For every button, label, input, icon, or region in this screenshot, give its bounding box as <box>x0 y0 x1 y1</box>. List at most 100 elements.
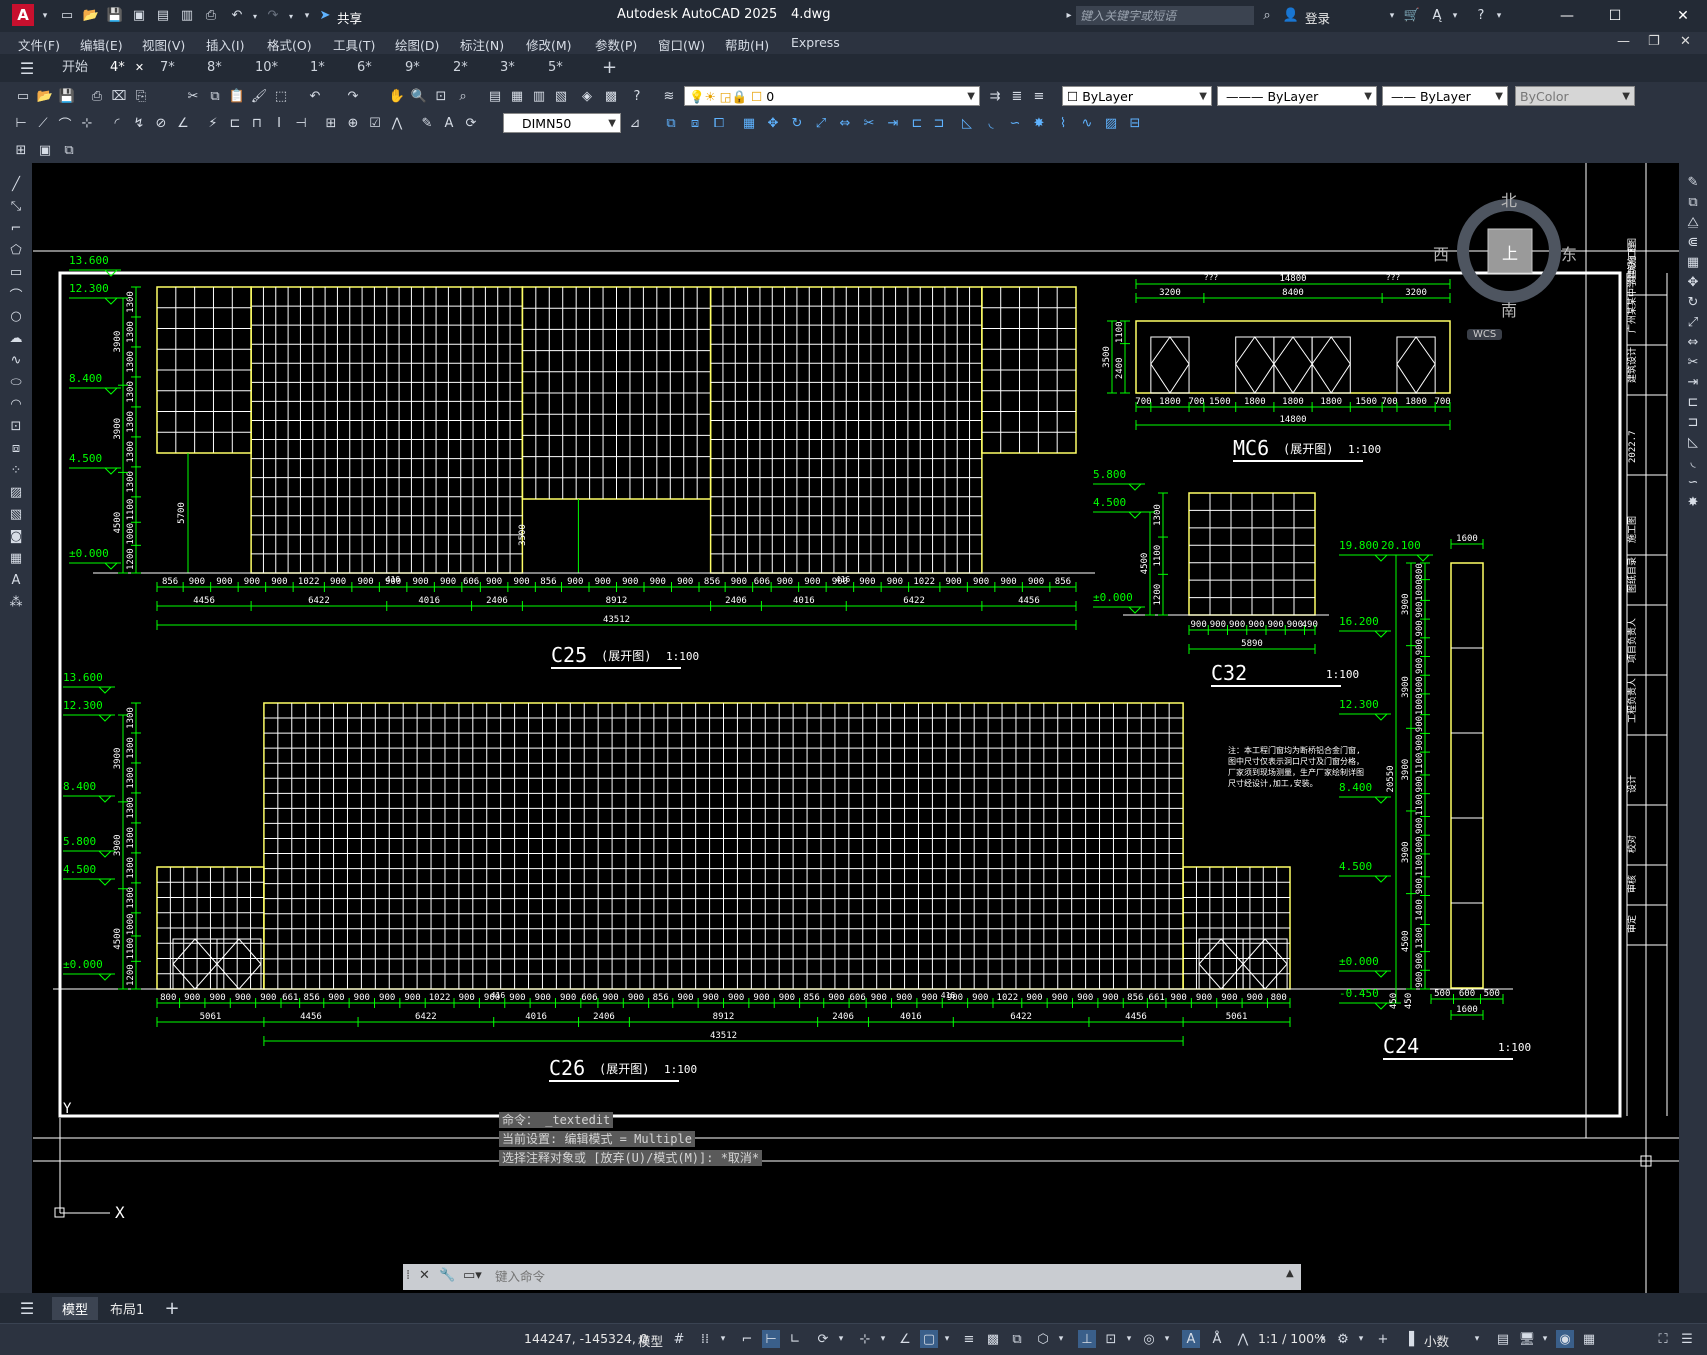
command-customize-icon[interactable]: 🔧 <box>439 1268 456 1283</box>
menu-modify[interactable]: 修改(M) <box>526 38 572 53</box>
dim-ordinate-icon[interactable]: ⊹ <box>81 115 93 131</box>
search-icon[interactable]: ⌕ <box>1263 7 1271 23</box>
open-file-icon[interactable]: 📂 <box>82 7 100 23</box>
plotstyle-dropdown[interactable]: ByColor▼ <box>1515 86 1635 106</box>
save-icon[interactable]: 💾 <box>106 7 124 23</box>
quick-properties-icon[interactable]: ▤ <box>1496 1331 1510 1347</box>
redo-tb-icon[interactable]: ↷ <box>347 88 359 104</box>
modify-explode-icon[interactable]: ✸ <box>1033 115 1045 131</box>
help-dropdown-icon[interactable]: ▾ <box>1496 11 1502 21</box>
block-define-icon[interactable]: ▣ <box>38 142 52 158</box>
explode-icon[interactable]: ✸ <box>1687 494 1699 510</box>
layer-properties-icon[interactable]: ≋ <box>663 88 675 104</box>
selection-filter-icon[interactable]: ⊡ <box>1105 1331 1117 1347</box>
clean-screen-icon[interactable]: ⛶ <box>1658 1331 1668 1347</box>
modify-array-icon[interactable]: ▦ <box>742 115 756 131</box>
add-selected-icon[interactable]: ⁂ <box>9 594 23 610</box>
lineweight-toggle-icon[interactable]: ≡ <box>963 1331 975 1347</box>
modify-mirror-icon[interactable]: ⧈ <box>690 115 700 131</box>
close-button[interactable]: ✕ <box>1677 8 1689 24</box>
menu-draw[interactable]: 绘图(D) <box>395 38 440 53</box>
zoom-previous-icon[interactable]: ⌕ <box>459 88 467 104</box>
menu-view[interactable]: 视图(V) <box>142 38 186 53</box>
menu-edit[interactable]: 编辑(E) <box>80 38 123 53</box>
menu-dimension[interactable]: 标注(N) <box>460 38 505 53</box>
lock-ui-dropdown-icon[interactable]: ▾ <box>1542 1334 1548 1344</box>
match-prop-icon[interactable]: 🖌 <box>250 88 268 104</box>
modify-attedit-icon[interactable]: ⊟ <box>1129 115 1141 131</box>
new-file-icon[interactable]: ▭ <box>60 7 74 23</box>
trim-icon[interactable]: ✂ <box>1687 354 1699 370</box>
polygon-icon[interactable]: ⬠ <box>10 242 22 258</box>
annotation-scale-value[interactable]: 1:1 / 100% <box>1258 1331 1327 1346</box>
gizmo-icon[interactable]: ◎ <box>1143 1331 1155 1347</box>
mtext-icon[interactable]: A <box>11 572 21 588</box>
menu-window[interactable]: 窗口(W) <box>658 38 706 53</box>
copy-icon[interactable]: ⧉ <box>210 88 220 104</box>
dim-text-edit-icon[interactable]: A <box>444 115 454 131</box>
open-icon[interactable]: 📂 <box>36 88 54 104</box>
qnew-icon[interactable]: ▭ <box>16 88 30 104</box>
paste-icon[interactable]: 📋 <box>228 88 246 104</box>
save-tb-icon[interactable]: 💾 <box>58 88 76 104</box>
ortho-icon[interactable]: ⊢ <box>762 1330 780 1348</box>
mirror-icon[interactable]: ⧋ <box>1687 214 1699 230</box>
selection-cycling-icon[interactable]: ⧉ <box>1012 1331 1022 1347</box>
modify-stretch-icon[interactable]: ⇔ <box>839 115 851 131</box>
modify-trim-icon[interactable]: ✂ <box>863 115 875 131</box>
dim-continue-icon[interactable]: ⊓ <box>251 115 263 131</box>
share-icon[interactable]: ➤ <box>319 7 331 23</box>
tab-5[interactable]: 5* <box>548 60 563 75</box>
save-as-icon[interactable]: ▣ <box>132 7 146 23</box>
viewcube-south[interactable]: 南 <box>1501 301 1518 320</box>
quick-dim-icon[interactable]: ⚡ <box>208 115 218 131</box>
tab-start[interactable]: 开始 <box>62 60 89 75</box>
dim-linear-icon[interactable]: ⊢ <box>15 115 27 131</box>
command-close-icon[interactable]: ✕ <box>419 1268 430 1283</box>
modify-pedit-icon[interactable]: ⌇ <box>1059 115 1067 131</box>
tab-close-icon[interactable]: ✕ <box>134 61 145 74</box>
ellipse-icon[interactable]: ⬭ <box>10 374 22 390</box>
user-icon[interactable]: 👤 <box>1282 7 1300 23</box>
calculator-icon[interactable]: ▩ <box>604 88 618 104</box>
properties-icon[interactable]: ▤ <box>488 88 502 104</box>
customize-qat-icon[interactable]: ▾ <box>304 11 310 21</box>
modify-offset-icon[interactable]: ⧠ <box>713 115 725 131</box>
login-dropdown-icon[interactable]: ▾ <box>1389 11 1395 21</box>
redo-icon[interactable]: ↷ <box>267 7 279 23</box>
blockeditor-icon[interactable]: ⬚ <box>274 88 288 104</box>
workspace-gear-icon[interactable]: ⚙ <box>1337 1331 1349 1347</box>
spline-icon[interactable]: ∿ <box>10 352 22 368</box>
pan-icon[interactable]: ✋ <box>388 88 406 104</box>
layout-tab-model[interactable]: 模型 <box>52 1297 99 1320</box>
viewcube-north[interactable]: 北 <box>1501 191 1518 210</box>
command-expand-icon[interactable]: ▲ <box>1286 1268 1294 1279</box>
modify-scale-icon[interactable]: ⤢ <box>815 115 827 131</box>
app-logo[interactable]: A <box>12 4 34 26</box>
plot-tb-icon[interactable]: ⎙ <box>91 88 103 104</box>
dim-jogged-icon[interactable]: ↯ <box>133 115 145 131</box>
layout-tab-layout1[interactable]: 布局1 <box>110 1303 145 1318</box>
tab-9[interactable]: 9* <box>405 60 420 75</box>
recent-commands-icon[interactable]: ▭▾ <box>463 1268 482 1283</box>
viewcube-west[interactable]: 西 <box>1433 245 1450 264</box>
object-snap-dropdown-icon[interactable]: ▾ <box>944 1334 950 1344</box>
insert-icon[interactable]: ⊡ <box>10 418 22 434</box>
tab-1[interactable]: 1* <box>310 60 325 75</box>
break-icon[interactable]: ⊏ <box>1687 394 1699 410</box>
lineweight-dropdown[interactable]: —— ByLayer▼ <box>1382 86 1508 106</box>
tab-10[interactable]: 10* <box>255 60 279 75</box>
cart-icon[interactable]: 🛒 <box>1403 7 1421 23</box>
xline-icon[interactable]: ⤡ <box>10 198 22 214</box>
hamburger-menu-icon[interactable]: ☰ <box>19 58 35 78</box>
osnap-angle-icon[interactable]: ∠ <box>899 1331 911 1347</box>
units-icon[interactable]: ▐ <box>1404 1331 1414 1347</box>
tab-6[interactable]: 6* <box>357 60 372 75</box>
rectangle-icon[interactable]: ▭ <box>9 264 23 280</box>
3d-osnap-dropdown-icon[interactable]: ▾ <box>1058 1334 1064 1344</box>
menu-insert[interactable]: 插入(I) <box>206 38 245 53</box>
help-icon[interactable]: ? <box>1477 7 1485 23</box>
help-tb-icon[interactable]: ? <box>633 88 641 104</box>
undo-icon[interactable]: ↶ <box>231 7 243 23</box>
copy-object-icon[interactable]: ⧉ <box>1688 194 1698 210</box>
